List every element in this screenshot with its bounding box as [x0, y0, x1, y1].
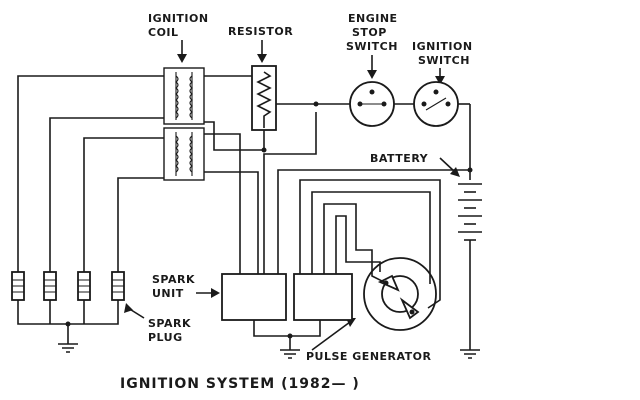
spark-plug-3 — [77, 262, 91, 310]
spark-unit-label-line2: UNIT — [152, 287, 184, 300]
pulse-generator-arrow — [311, 321, 351, 351]
junction-dot — [287, 333, 293, 339]
spark-plug-1 — [11, 262, 25, 310]
junction-dot — [313, 101, 319, 107]
battery-label: BATTERY — [370, 152, 429, 165]
switch-to-unit-wire — [263, 112, 317, 274]
junction-dot — [261, 147, 267, 153]
spark-unit-feed-wire — [204, 133, 241, 274]
spark-plug-ground-bus — [17, 310, 119, 344]
spark-plug-ground-symbol — [58, 343, 78, 353]
ignition-coil-label-line2: COIL — [148, 26, 179, 39]
ignition-switch-label-line2: SWITCH — [418, 54, 470, 67]
diagram-caption: IGNITION SYSTEM (1982— ) — [120, 376, 360, 392]
engine-stop-label-line1: ENGINE — [348, 12, 398, 25]
coil-common-wire — [204, 121, 265, 151]
spark-unit-box — [221, 273, 287, 321]
pulse-unit-box — [293, 273, 353, 321]
battery — [458, 104, 482, 350]
ignition-switch-label-line1: IGNITION — [412, 40, 473, 53]
pulse-generator-label: PULSE GENERATOR — [306, 350, 432, 363]
ignition-coil-label-line1: IGNITION — [148, 12, 209, 25]
junction-dot — [65, 321, 71, 327]
spark-unit-arrowhead — [211, 288, 220, 298]
battery-to-unit-wire — [277, 169, 470, 274]
ignition-coil-lower — [163, 127, 205, 181]
spark-plug-label-line1: SPARK — [148, 317, 191, 330]
resistor — [251, 65, 277, 131]
ht-lead-plug-3 — [83, 137, 164, 262]
ignition-switch-arrowhead — [435, 76, 445, 85]
engine-stop-arrowhead — [367, 70, 377, 79]
resistor-label: RESISTOR — [228, 25, 293, 38]
spark-plug-arrowhead — [124, 303, 133, 313]
ignition-switch — [413, 81, 459, 127]
spark-plug-label-line2: PLUG — [148, 331, 183, 344]
ht-lead-plug-4 — [117, 177, 164, 262]
spark-plug-4 — [111, 262, 125, 310]
pulse-lead-1 — [299, 179, 441, 309]
unit-ground-symbol — [280, 349, 300, 359]
battery-ground-symbol — [460, 349, 480, 359]
spark-unit-feed-wire-2 — [204, 171, 259, 274]
pulse-lead-4 — [335, 215, 381, 274]
resistor-arrowhead — [257, 54, 267, 63]
ht-lead-plug-1 — [17, 75, 164, 262]
ht-lead-plug-2 — [49, 117, 164, 262]
pulse-lead-2 — [311, 191, 431, 284]
junction-dot — [467, 167, 473, 173]
ignition-coil-arrowhead — [177, 54, 187, 63]
pulse-generator — [363, 257, 437, 331]
pulse-lead-3 — [323, 203, 387, 284]
unit-ground-wire — [253, 320, 321, 350]
spark-unit-label-line1: SPARK — [152, 273, 195, 286]
battery-arrowhead — [450, 167, 460, 177]
engine-stop-label-line3: SWITCH — [346, 40, 398, 53]
ignition-coil-upper — [163, 67, 205, 125]
engine-stop-switch — [349, 81, 395, 127]
spark-plug-2 — [43, 262, 57, 310]
engine-stop-label-line2: STOP — [352, 26, 387, 39]
